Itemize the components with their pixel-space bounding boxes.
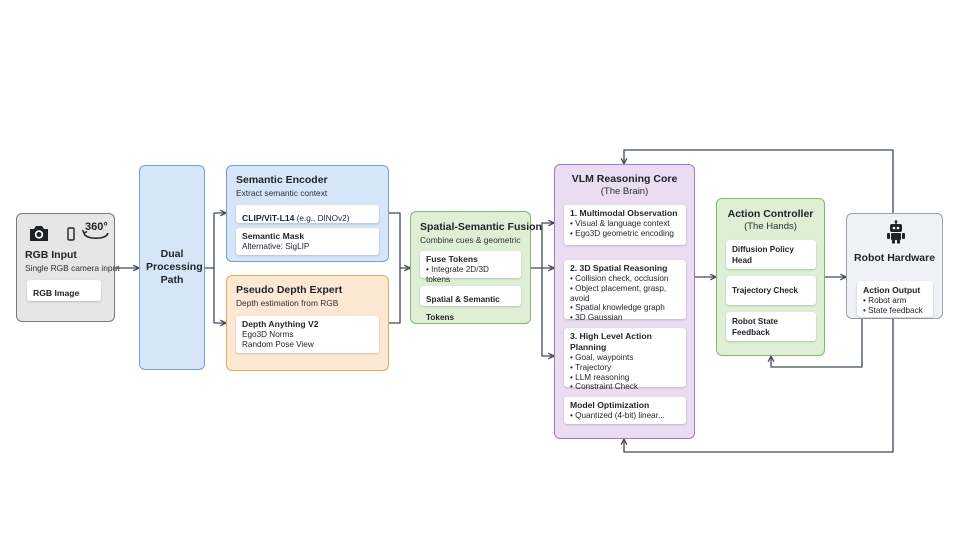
rgb-input-title: RGB Input xyxy=(25,249,77,261)
360-label: 360° xyxy=(85,221,108,233)
fusion-title: Spatial-Semantic Fusion xyxy=(420,221,542,233)
action-controller-subtitle: (The Hands) xyxy=(744,221,797,232)
vlm-bullet: Spatial knowledge graph xyxy=(570,303,680,313)
input-icons-row: 360° xyxy=(25,221,111,243)
vlm-bullet: Constraint Check xyxy=(570,382,680,392)
controller-item-label: Robot State Feedback xyxy=(732,316,778,337)
pseudo-depth-expert-title: Pseudo Depth Expert xyxy=(236,284,343,296)
clip-vit-label: CLIP/ViT-L14 xyxy=(242,213,295,223)
clip-vit-card: CLIP/ViT-L14 (e.g., DINOv2) xyxy=(236,205,379,223)
vlm-bullet: Visual & language context xyxy=(570,219,680,229)
arrow-dual-to-semantic xyxy=(205,213,226,269)
fuse-tokens-card: Fuse Tokens Integrate 2D/3D tokens xyxy=(420,251,521,284)
semantic-mask-card: Semantic Mask Alternative: SigLIP xyxy=(236,228,379,255)
controller-item-label: Diffusion Policy Head xyxy=(732,244,794,265)
diffusion-policy-head-card: Diffusion Policy Head xyxy=(726,240,816,269)
spatial-semantic-tokens-card: Spatial & Semantic Tokens xyxy=(420,286,521,322)
action-output-card: Action Output Robot arm State feedback xyxy=(857,281,933,317)
action-output-bullet: Robot arm xyxy=(863,296,927,306)
vlm-bullet: 3D Gaussian xyxy=(570,313,680,323)
vlm-section-model-optimization: Model Optimization Quantized (4-bit) lin… xyxy=(564,397,686,424)
vlm-section-title: 2. 3D Spatial Reasoning xyxy=(570,263,668,273)
phone-icon xyxy=(67,227,75,241)
robot-state-feedback-card: Robot State Feedback xyxy=(726,312,816,341)
robot-hardware-box: Robot Hardware Action Output Robot arm S… xyxy=(846,213,943,319)
dual-processing-path-label: Dual Processing Path xyxy=(146,248,203,286)
action-output-bullet: State feedback xyxy=(863,306,927,316)
vlm-bullet: Ego3D geometric encoding xyxy=(570,229,680,239)
360-camera-icon: 360° xyxy=(81,221,113,243)
vlm-section-multimodal: 1. Multimodal Observation Visual & langu… xyxy=(564,205,686,245)
rgb-image-card: RGB Image xyxy=(27,280,101,301)
arrow-semantic-to-fusion xyxy=(389,212,410,268)
fuse-tokens-bullet: Integrate 2D/3D tokens xyxy=(426,265,515,285)
vlm-bullet: Goal, waypoints xyxy=(570,353,680,363)
vlm-section-title: 1. Multimodal Observation xyxy=(570,208,678,218)
depth-anything-card: Depth Anything V2 Ego3D Norms Random Pos… xyxy=(236,316,379,353)
vlm-bullet: Object placement, grasp, avoid xyxy=(570,284,680,304)
rgb-input-subtitle: Single RGB camera input xyxy=(25,263,120,273)
semantic-encoder-subtitle: Extract semantic context xyxy=(236,188,328,198)
controller-item-label: Trajectory Check xyxy=(732,286,798,295)
arrow-fusion-branch-bottom xyxy=(541,268,554,356)
spatial-semantic-fusion-box: Spatial-Semantic Fusion Combine cues & g… xyxy=(410,211,542,324)
robot-hardware-title: Robot Hardware xyxy=(853,252,936,264)
arrow-depth-to-fusion xyxy=(389,268,401,324)
pseudo-depth-expert-subtitle: Depth estimation from RGB xyxy=(236,298,339,308)
dual-processing-path-box: Dual Processing Path xyxy=(139,165,205,370)
vlm-title: VLM Reasoning Core xyxy=(571,173,678,185)
clip-vit-note: (e.g., DINOv2) xyxy=(294,214,350,223)
fuse-tokens-title: Fuse Tokens xyxy=(426,254,478,264)
vlm-section-title: 3. High Level Action Planning xyxy=(570,331,652,352)
pseudo-depth-expert-box: Pseudo Depth Expert Depth estimation fro… xyxy=(226,275,389,371)
vlm-bullet: LLM reasoning xyxy=(570,373,680,383)
vlm-section-title: Model Optimization xyxy=(570,400,650,410)
action-controller-title: Action Controller xyxy=(727,208,814,220)
vlm-section-spatial-reasoning: 2. 3D Spatial Reasoning Collision check,… xyxy=(564,260,686,322)
arrow-dual-to-depth xyxy=(213,268,226,323)
fusion-subtitle: Combine cues & geometric xyxy=(420,235,521,245)
depth-anything-line: Random Pose View xyxy=(242,339,314,349)
semantic-encoder-box: Semantic Encoder Extract semantic contex… xyxy=(226,165,389,262)
semantic-mask-title: Semantic Mask xyxy=(242,231,305,241)
semantic-encoder-title: Semantic Encoder xyxy=(236,174,328,186)
vlm-bullet: Trajectory xyxy=(570,363,680,373)
spatial-semantic-tokens-label: Spatial & Semantic Tokens xyxy=(426,295,500,322)
vlm-reasoning-core-box: VLM Reasoning Core (The Brain) 1. Multim… xyxy=(554,164,695,439)
trajectory-check-card: Trajectory Check xyxy=(726,276,816,305)
vlm-bullet: Collision check, occlusion xyxy=(570,274,680,284)
rgb-image-label: RGB Image xyxy=(33,288,80,298)
action-controller-box: Action Controller (The Hands) Diffusion … xyxy=(716,198,825,356)
camera-icon xyxy=(30,226,48,241)
vlm-section-action-planning: 3. High Level Action Planning Goal, wayp… xyxy=(564,328,686,391)
vlm-bullet: Quantized (4-bit) linear... xyxy=(570,411,680,421)
depth-anything-title: Depth Anything V2 xyxy=(242,319,319,329)
depth-anything-line: Ego3D Norms xyxy=(242,330,294,339)
robot-icon xyxy=(887,220,905,244)
vlm-subtitle: (The Brain) xyxy=(600,186,649,197)
arrow-fusion-branch-top xyxy=(541,223,554,268)
rgb-input-box: 360° RGB Input Single RGB camera input R… xyxy=(16,213,120,322)
semantic-mask-sub: Alternative: SigLIP xyxy=(242,242,310,251)
action-output-title: Action Output xyxy=(863,285,921,295)
